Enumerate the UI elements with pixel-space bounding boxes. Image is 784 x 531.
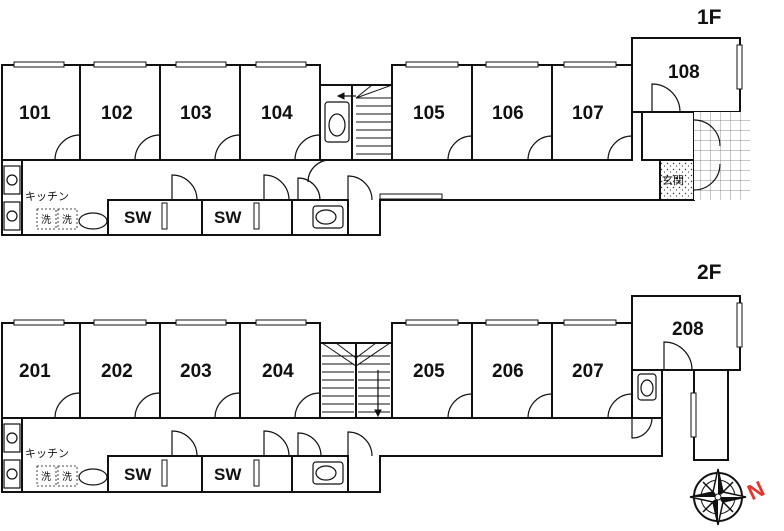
room-number: 204 — [262, 361, 294, 382]
stairs-2f — [321, 342, 391, 418]
windows-2f — [13, 302, 743, 487]
shower-label: SW — [214, 208, 242, 227]
room-number: 207 — [572, 361, 604, 382]
room-number: 201 — [19, 361, 51, 382]
entrance-label: 玄関 — [662, 173, 684, 187]
shower-label: SW — [214, 465, 242, 484]
shower-room-1-2f — [107, 455, 203, 493]
wash-label: 洗 — [41, 214, 51, 226]
fixtures-2f — [3, 373, 657, 489]
windows-1f — [13, 44, 743, 230]
wash-label: 洗 — [62, 471, 72, 483]
room-number: 105 — [413, 103, 445, 124]
north-letter: N — [743, 476, 768, 505]
doors-1f — [54, 83, 721, 201]
wash-label: 洗 — [62, 214, 72, 226]
entrance-tiles — [694, 112, 750, 200]
shower-label: SW — [124, 465, 152, 484]
compass-rose-icon — [689, 468, 747, 526]
kitchen-label: キッチン — [25, 447, 69, 460]
fixtures-1f — [3, 101, 350, 231]
entrance-genkan — [659, 159, 695, 201]
room-number: 208 — [672, 319, 704, 340]
floor-label-1f: 1F — [697, 6, 722, 29]
floor-label-2f: 2F — [697, 261, 722, 284]
room-number: 205 — [413, 361, 445, 382]
wash-boxes-2f — [36, 465, 78, 487]
wash-label: 洗 — [41, 471, 51, 483]
room-number: 108 — [668, 62, 700, 83]
kitchen-2f — [1, 417, 23, 493]
room-number: 101 — [19, 103, 51, 124]
room-number: 104 — [261, 103, 293, 124]
room-number: 203 — [180, 361, 212, 382]
wash-boxes-1f — [36, 208, 78, 230]
room-number: 102 — [101, 103, 133, 124]
doors-2f — [54, 341, 693, 457]
shower-label: SW — [124, 208, 152, 227]
room-number: 106 — [492, 103, 524, 124]
kitchen-1f — [1, 159, 23, 236]
kitchen-label: キッチン — [25, 190, 69, 203]
room-number: 103 — [180, 103, 212, 124]
floor-1 — [1, 37, 750, 236]
room-number: 206 — [492, 361, 524, 382]
stairs-1f — [336, 84, 393, 155]
room-number: 107 — [572, 103, 604, 124]
shower-room-1-1f — [107, 199, 203, 236]
floor-2 — [1, 295, 741, 493]
room-number: 202 — [101, 361, 133, 382]
